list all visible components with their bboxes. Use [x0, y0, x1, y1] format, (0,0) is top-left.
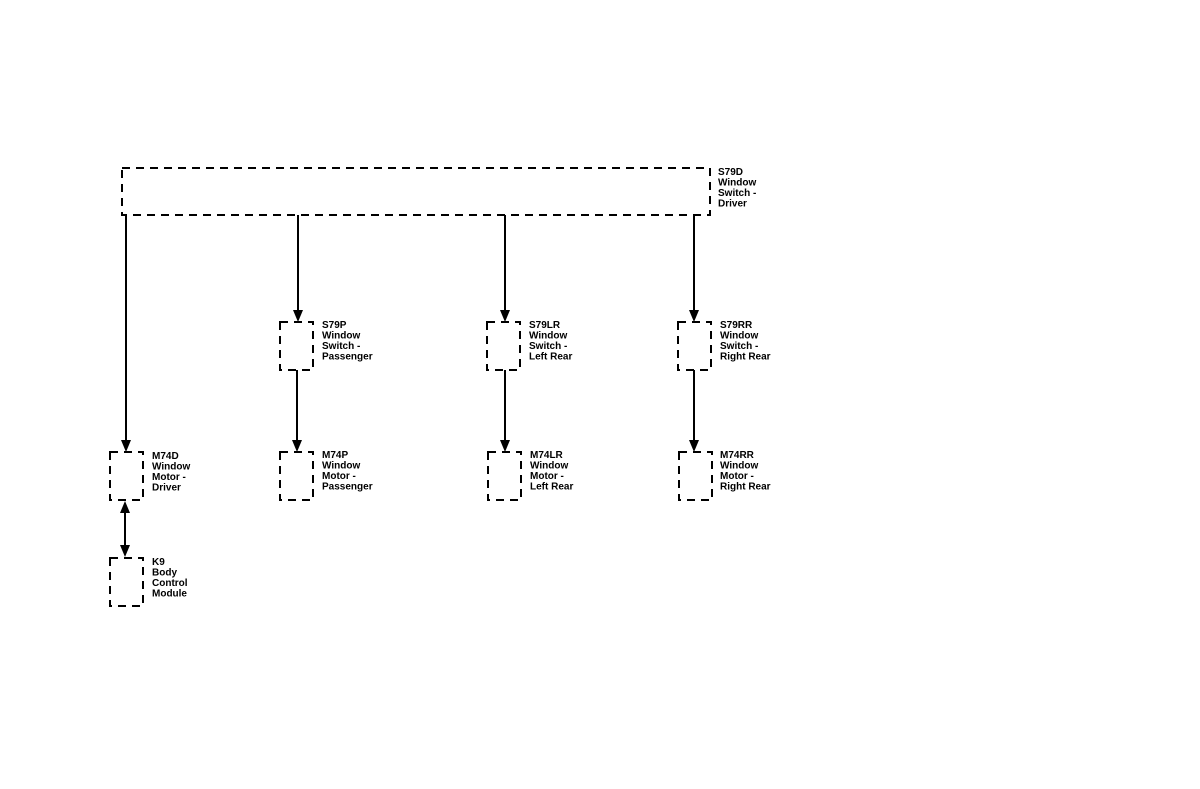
- m74p-box: [279, 451, 314, 501]
- wire-k9-m74d: [120, 501, 130, 557]
- m74rr-label: M74RR Window Motor - Right Rear: [720, 450, 771, 493]
- m74lr-label: M74LR Window Motor - Left Rear: [530, 450, 573, 493]
- wire-s79rr-m74rr: [689, 370, 699, 452]
- wire-s79d-s79rr: [689, 215, 699, 322]
- arrowhead-down: [120, 545, 130, 557]
- arrowhead: [500, 310, 510, 322]
- s79d-label: S79D Window Switch - Driver: [718, 167, 759, 210]
- m74d-label: M74D Window Motor - Driver: [152, 451, 193, 494]
- arrowhead: [689, 440, 699, 452]
- s79p-box: [279, 321, 314, 371]
- k9-box: [109, 557, 144, 607]
- wire-s79d-m74d: [121, 215, 131, 452]
- arrowhead-up: [120, 501, 130, 513]
- s79lr-box: [486, 321, 521, 371]
- arrowhead: [121, 440, 131, 452]
- s79lr-label: S79LR Window Switch - Left Rear: [529, 320, 572, 363]
- s79rr-label: S79RR Window Switch - Right Rear: [720, 320, 771, 363]
- arrowhead: [292, 440, 302, 452]
- m74p-label: M74P Window Motor - Passenger: [322, 450, 373, 493]
- wire-s79lr-m74lr: [500, 370, 510, 452]
- s79d-box: [121, 167, 711, 216]
- s79rr-box: [677, 321, 712, 371]
- wire-s79d-s79lr: [500, 215, 510, 322]
- m74rr-box: [678, 451, 713, 501]
- s79p-label: S79P Window Switch - Passenger: [322, 320, 373, 363]
- m74lr-box: [487, 451, 522, 501]
- wire-s79d-s79p: [293, 215, 303, 322]
- wire-s79p-m74p: [292, 370, 302, 452]
- arrowhead: [689, 310, 699, 322]
- arrowhead: [293, 310, 303, 322]
- m74d-box: [109, 451, 144, 501]
- k9-label: K9 Body Control Module: [152, 557, 190, 600]
- arrowhead: [500, 440, 510, 452]
